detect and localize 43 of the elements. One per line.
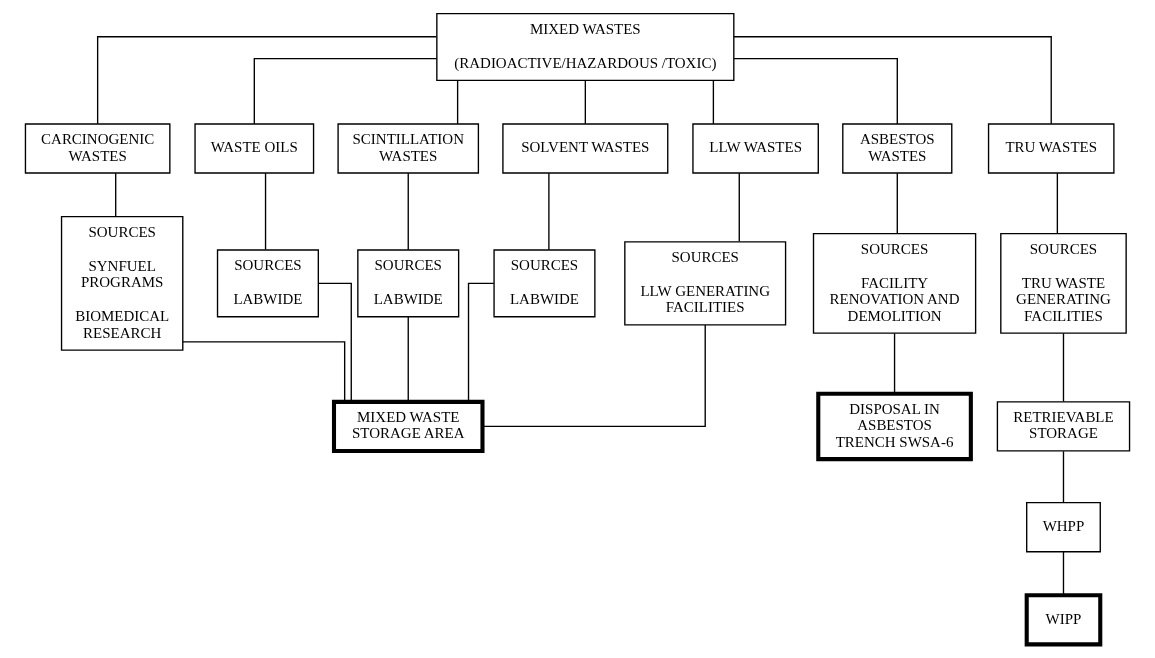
node-box: SOURCES LABWIDE <box>357 249 460 318</box>
connector <box>1056 172 1059 234</box>
node-box: SOURCES FACILITY RENOVATION AND DEMOLITION <box>812 232 977 334</box>
node-box: ASBESTOS WASTES <box>842 123 953 174</box>
node-box: SOURCES TRU WASTE GENERATING FACILITIES <box>1000 232 1127 334</box>
node-box: TRU WASTES <box>987 123 1115 174</box>
connector <box>712 80 715 125</box>
node-box: SOLVENT WASTES <box>502 123 669 174</box>
connector <box>182 341 346 403</box>
connector <box>733 36 1052 125</box>
connector <box>467 282 495 403</box>
connector <box>407 172 409 251</box>
connector <box>96 36 438 125</box>
node-box: WASTE OILS <box>194 123 315 174</box>
node-box: SCINTILLATION WASTES <box>337 123 480 174</box>
connector <box>548 172 550 251</box>
connector <box>1062 551 1065 596</box>
node-box: SOURCES LLW GENERATING FACILITIES <box>624 241 787 326</box>
node-box: SOURCES LABWIDE <box>493 249 596 318</box>
connector <box>407 316 409 403</box>
connector <box>733 57 898 125</box>
node-box: WHPP <box>1026 502 1101 553</box>
connector <box>1062 450 1065 504</box>
node-box: DISPOSAL IN ASBESTOS TRENCH SWSA-6 <box>816 391 973 462</box>
node-box: WIPP <box>1024 593 1103 647</box>
connector <box>456 80 459 125</box>
connector <box>1062 332 1065 403</box>
node-box: MIXED WASTES (RADIOACTIVE/HAZARDOUS /TOXIC) <box>436 12 735 82</box>
connector <box>115 172 117 218</box>
node-box: MIXED WASTE STORAGE AREA <box>331 399 485 453</box>
node-box: CARCINOGENIC WASTES <box>24 123 171 174</box>
connector <box>896 172 898 234</box>
node-box: LLW WASTES <box>692 123 819 174</box>
connector <box>318 282 352 403</box>
node-box: SOURCES SYNFUEL PROGRAMS BIOMEDICAL RESEARCH <box>60 215 184 351</box>
connector <box>253 57 438 125</box>
connector <box>584 80 586 125</box>
connector <box>893 332 896 395</box>
node-box: SOURCES LABWIDE <box>216 249 319 318</box>
node-box: RETRIEVABLE STORAGE <box>996 401 1131 452</box>
connector <box>738 172 740 242</box>
connector <box>482 324 706 428</box>
connector <box>264 172 267 251</box>
